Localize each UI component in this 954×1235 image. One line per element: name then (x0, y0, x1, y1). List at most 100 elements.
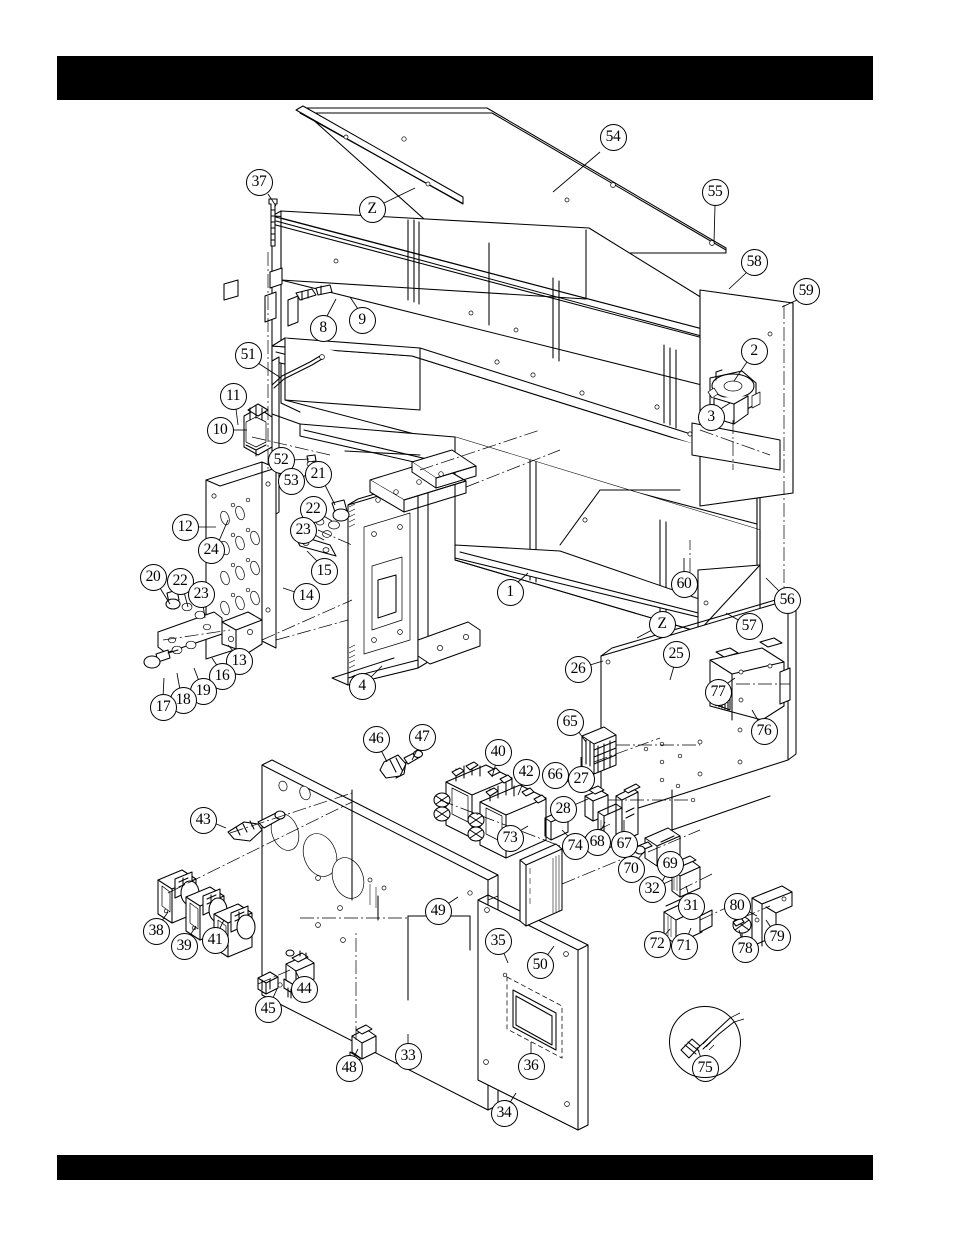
connector-43 (227, 810, 286, 842)
callout-balloon-4: 4 (348, 672, 376, 700)
callout-balloon-79: 79 (763, 923, 791, 951)
footer-rule-bar (57, 1155, 873, 1180)
leader-line-52 (292, 458, 310, 461)
callout-balloon-67: 67 (610, 830, 638, 858)
leader-line-24 (218, 519, 229, 542)
callout-balloon-42: 42 (512, 758, 540, 786)
leader-line-25 (669, 665, 675, 681)
callout-balloon-24: 24 (197, 536, 225, 564)
callout-balloon-60: 60 (670, 570, 698, 598)
callout-balloon-66: 66 (541, 761, 569, 789)
callout-balloon-23: 23 (187, 580, 215, 608)
callout-balloon-59: 59 (792, 277, 820, 305)
callout-balloon-14: 14 (292, 582, 320, 610)
callout-balloon-9: 9 (348, 306, 376, 334)
front-panel-33 (261, 759, 499, 1111)
callout-balloon-74: 74 (561, 832, 589, 860)
callout-balloon-8: 8 (309, 314, 337, 342)
callout-balloon-41: 41 (201, 926, 229, 954)
callout-balloon-34: 34 (490, 1099, 518, 1127)
leader-line-11 (235, 408, 239, 426)
callout-balloon-32: 32 (638, 875, 666, 903)
callout-balloon-36: 36 (517, 1052, 545, 1080)
callout-balloon-27: 27 (567, 765, 595, 793)
callout-balloon-47: 47 (408, 723, 436, 751)
callout-balloon-49: 49 (424, 897, 452, 925)
callout-balloon-44: 44 (290, 975, 318, 1003)
callout-balloon-51: 51 (234, 341, 262, 369)
callout-balloon-72: 72 (643, 930, 671, 958)
callout-balloon-71: 71 (670, 932, 698, 960)
callout-balloon-45: 45 (254, 995, 282, 1023)
callout-balloon-43: 43 (189, 806, 217, 834)
callout-balloon-10: 10 (206, 416, 234, 444)
hardware-stack-lower (143, 589, 263, 669)
leader-line-Z (383, 187, 416, 204)
callout-balloon-56: 56 (773, 586, 801, 614)
rear-panel-flange (691, 422, 781, 471)
callout-balloon-23: 23 (289, 516, 317, 544)
callout-balloon-25: 25 (662, 640, 690, 668)
part-27-28 (584, 785, 609, 822)
leader-line-51 (257, 362, 282, 379)
callout-balloon-53: 53 (277, 467, 305, 495)
callout-balloon-58: 58 (740, 248, 768, 276)
callout-balloon-3: 3 (697, 403, 725, 431)
callout-balloon-77: 77 (704, 678, 732, 706)
leader-line-26 (589, 660, 604, 666)
rod-51 (271, 354, 325, 389)
callout-balloon-46: 46 (362, 725, 390, 753)
leader-line-21 (324, 484, 336, 506)
callout-balloon-11: 11 (219, 382, 247, 410)
main-breaker (331, 449, 481, 686)
callout-balloon-Z: Z (648, 610, 676, 638)
clip-8-9 (223, 267, 333, 301)
leader-line-46 (380, 749, 388, 763)
leader-line-58 (728, 272, 747, 290)
callout-balloon-26: 26 (564, 655, 592, 683)
terminal-block-65 (581, 726, 617, 775)
leader-line-59 (781, 299, 798, 308)
detail-view-circle (669, 1006, 741, 1078)
callout-balloon-2: 2 (740, 337, 768, 365)
callout-balloon-Z: Z (358, 195, 386, 223)
callout-balloon-78: 78 (731, 935, 759, 963)
leader-line-20 (159, 587, 171, 605)
bolt-37 (268, 198, 278, 247)
callout-balloon-12: 12 (171, 513, 199, 541)
callout-balloon-17: 17 (149, 693, 177, 721)
callout-balloon-55: 55 (701, 178, 729, 206)
callout-balloon-37: 37 (245, 168, 273, 196)
leader-line-22 (183, 591, 189, 608)
callout-balloon-33: 33 (394, 1042, 422, 1070)
callout-balloon-35: 35 (484, 927, 512, 955)
callout-balloon-57: 57 (735, 612, 763, 640)
callout-balloon-19: 19 (189, 677, 217, 705)
callout-balloon-54: 54 (599, 123, 627, 151)
callout-balloon-73: 73 (496, 824, 524, 852)
callout-balloon-16: 16 (208, 662, 236, 690)
explode-axis-lines (162, 252, 790, 1040)
leader-line-55 (713, 204, 716, 244)
leader-line-56 (765, 577, 780, 592)
header-rule-bar (57, 56, 873, 100)
callout-balloon-50: 50 (526, 951, 554, 979)
callout-balloon-28: 28 (549, 795, 577, 823)
leader-line-54 (552, 151, 601, 193)
bracket-79-80 (751, 885, 793, 947)
top-rail (295, 105, 464, 205)
callout-balloon-69: 69 (656, 850, 684, 878)
callout-balloon-80: 80 (723, 892, 751, 920)
cabinet-frame (271, 197, 763, 651)
callout-balloon-39: 39 (170, 932, 198, 960)
callout-balloon-38: 38 (142, 917, 170, 945)
leader-line-37 (267, 193, 277, 207)
callout-balloon-40: 40 (484, 738, 512, 766)
knob-45 (257, 971, 279, 995)
door-panel-34 (477, 894, 589, 1131)
leader-line-28 (573, 798, 589, 806)
callout-balloon-48: 48 (335, 1054, 363, 1082)
